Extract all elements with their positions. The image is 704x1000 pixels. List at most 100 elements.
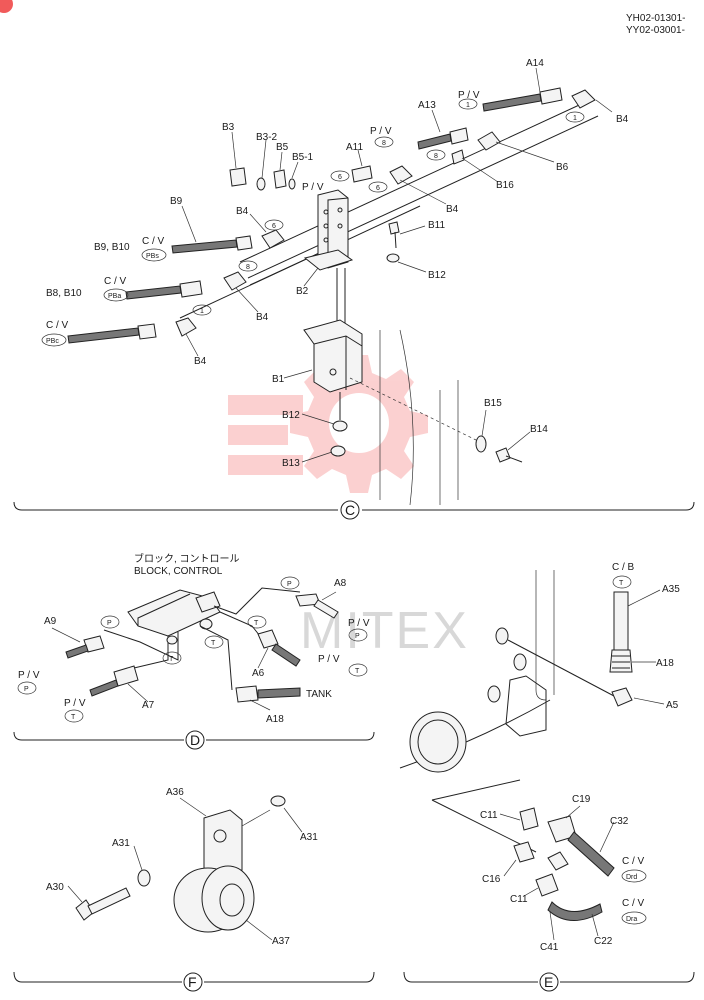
oval-T5: T <box>71 714 76 721</box>
label-A6: A6 <box>252 668 265 679</box>
label-pv-2: P / V <box>370 126 392 137</box>
label-cv-3: C / V <box>46 320 69 331</box>
label-B1: B1 <box>272 374 285 385</box>
label-A18-e: A18 <box>656 658 674 669</box>
label-B13: B13 <box>282 458 300 469</box>
label-A30: A30 <box>46 882 64 893</box>
oval-P1: P <box>107 620 112 627</box>
oval-Dra: Dra <box>626 916 637 923</box>
label-B5: B5 <box>276 142 289 153</box>
oval-T2: T <box>211 640 216 647</box>
label-cv-1: C / V <box>142 236 165 247</box>
doc-code-1: YH02-01301- <box>626 13 685 24</box>
label-pv-d1: P / V <box>348 618 370 629</box>
label-pv-3: P / V <box>302 182 324 193</box>
label-C22: C22 <box>594 936 613 947</box>
label-B4-c: B4 <box>236 206 249 217</box>
label-B9: B9 <box>170 196 183 207</box>
oval-1: 1 <box>466 102 470 109</box>
label-C11-a: C11 <box>480 810 498 821</box>
oval-6c: 6 <box>272 223 276 230</box>
label-B4-a: B4 <box>616 114 629 125</box>
label-B4-e: B4 <box>194 356 207 367</box>
label-B12-a: B12 <box>428 270 446 281</box>
label-C19: C19 <box>572 794 591 805</box>
oval-PBc: PBc <box>46 338 59 345</box>
oval-T1: T <box>254 620 259 627</box>
label-B2: B2 <box>296 286 309 297</box>
label-B16: B16 <box>496 180 514 191</box>
label-cv-e1: C / V <box>622 856 645 867</box>
block-title-en: BLOCK, CONTROL <box>134 566 223 577</box>
block-title-jp: ブロック, コントロール <box>134 552 240 565</box>
oval-6: 6 <box>338 174 342 181</box>
label-B5-1: B5-1 <box>292 152 314 163</box>
section-d-label: D <box>190 732 200 748</box>
section-d-divider <box>13 730 375 750</box>
label-pv-1: P / V <box>458 90 480 101</box>
oval-T-e: T <box>619 580 624 587</box>
oval-P3: P <box>24 686 29 693</box>
section-e-divider <box>403 971 695 992</box>
label-tank: TANK <box>306 689 332 700</box>
label-cv-2: C / V <box>104 276 127 287</box>
label-A31-b: A31 <box>112 838 130 849</box>
control-block-drawing <box>51 587 339 711</box>
label-A5: A5 <box>666 700 679 711</box>
oval-T3: T <box>169 656 174 663</box>
label-B3: B3 <box>222 122 235 133</box>
label-A14: A14 <box>526 58 544 69</box>
oval-8b: 8 <box>434 153 438 160</box>
label-C32: C32 <box>610 816 629 827</box>
label-cv-e2: C / V <box>622 898 645 909</box>
section-e-drawing <box>431 779 615 941</box>
label-pv-d4: P / V <box>64 698 86 709</box>
section-f-label: F <box>188 974 197 990</box>
label-B8-B10: B8, B10 <box>46 288 82 299</box>
label-B11: B11 <box>428 220 445 231</box>
section-f-divider <box>13 971 375 992</box>
section-c-label: C <box>345 502 355 518</box>
label-pv-d3: P / V <box>18 670 40 681</box>
corner-badge <box>0 0 13 13</box>
section-f-drawing <box>67 795 303 941</box>
label-A7: A7 <box>142 700 155 711</box>
doc-code-2: YY02-03001- <box>626 25 685 36</box>
label-B3-2: B3-2 <box>256 132 278 143</box>
oval-8: 8 <box>382 140 386 147</box>
oval-8c: 8 <box>246 264 250 271</box>
label-C11-b: C11 <box>510 894 528 905</box>
label-cb: C / B <box>612 562 635 573</box>
label-A37: A37 <box>272 936 290 947</box>
oval-P2: P <box>287 581 292 588</box>
oval-1c: 1 <box>200 308 204 315</box>
label-A31-a: A31 <box>300 832 318 843</box>
label-C16: C16 <box>482 874 501 885</box>
label-B14: B14 <box>530 424 548 435</box>
label-B4-d: B4 <box>256 312 269 323</box>
label-C41: C41 <box>540 942 559 953</box>
section-c-drawing <box>67 67 613 506</box>
label-A18-d: A18 <box>266 714 284 725</box>
oval-T4: T <box>355 668 360 675</box>
watermark-logo <box>228 355 428 493</box>
label-B6: B6 <box>556 162 569 173</box>
oval-PBa: PBa <box>108 293 121 300</box>
label-B15: B15 <box>484 398 502 409</box>
label-B12-b: B12 <box>282 410 300 421</box>
label-A9: A9 <box>44 616 57 627</box>
label-A36: A36 <box>166 787 184 798</box>
label-B4-b: B4 <box>446 204 459 215</box>
section-c-divider <box>13 500 695 520</box>
label-pv-d2: P / V <box>318 654 340 665</box>
label-A35: A35 <box>662 584 680 595</box>
oval-6b: 6 <box>376 185 380 192</box>
section-e-top-drawing <box>399 570 665 773</box>
label-A11: A11 <box>346 142 363 153</box>
label-A13: A13 <box>418 100 436 111</box>
section-e-label: E <box>544 974 553 990</box>
label-A8: A8 <box>334 578 347 589</box>
oval-P4: P <box>355 633 360 640</box>
oval-PBs: PBs <box>146 253 159 260</box>
